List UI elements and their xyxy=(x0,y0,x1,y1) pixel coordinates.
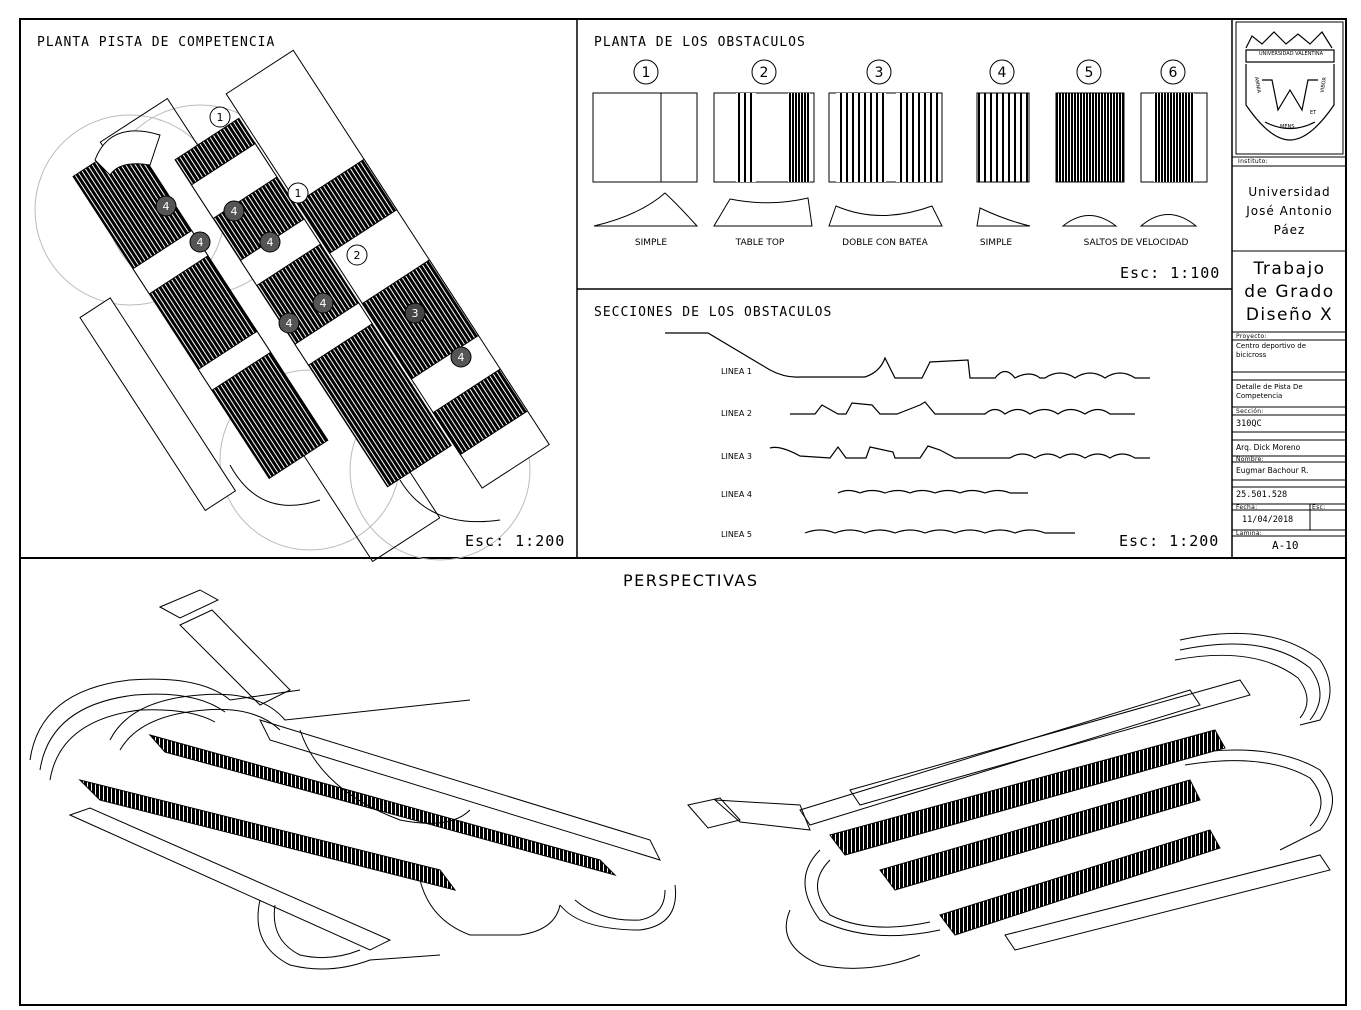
obstacle-label: SIMPLE xyxy=(635,238,668,248)
instituto-line: José Antonio xyxy=(1246,204,1333,218)
seccion-value: 310QC xyxy=(1236,419,1262,429)
track-marker: 4 xyxy=(320,297,327,310)
detalle-value: Detalle de Pista De Competencia xyxy=(1236,383,1303,401)
university-logo xyxy=(1245,31,1335,141)
detalle-line: Competencia xyxy=(1236,392,1283,400)
logo-bottom-text: MENS xyxy=(1280,124,1295,130)
track-plan-drawing: 1 1 2 3 4 4 4 4 4 4 4 xyxy=(34,49,550,563)
track-marker: 3 xyxy=(412,307,419,320)
title-block xyxy=(1232,21,1346,537)
sections-drawing xyxy=(665,332,1150,534)
lamina-label: Lamina: xyxy=(1236,530,1263,537)
section-line-label: LINEA 1 xyxy=(721,367,752,376)
detalle-line: Detalle de Pista De xyxy=(1236,383,1303,391)
obstacle-label: SALTOS DE VELOCIDAD xyxy=(1084,238,1189,248)
scale-track-plan: Esc: 1:200 xyxy=(465,532,566,550)
cedula-value: 25.501.528 xyxy=(1236,490,1288,500)
instituto-line: Páez xyxy=(1273,223,1306,237)
logo-mid-text: ET xyxy=(1310,110,1317,116)
section-line-label: LINEA 2 xyxy=(721,409,752,418)
section-line-label: LINEA 4 xyxy=(721,490,752,499)
track-marker: 4 xyxy=(231,205,238,218)
nombre-value: Eugmar Bachour R. xyxy=(1236,466,1309,475)
obstacle-label: DOBLE CON BATEA xyxy=(842,238,929,248)
section-line-label: LINEA 5 xyxy=(721,530,752,539)
proyecto-label: Proyecto: xyxy=(1236,333,1267,340)
instituto-name: Universidad José Antonio Páez xyxy=(1233,183,1346,240)
obstacle-number: 1 xyxy=(642,65,651,81)
nombre-label: Nombre: xyxy=(1236,456,1264,463)
panel-title-obstacles-plan: PLANTA DE LOS OBSTACULOS xyxy=(594,35,806,50)
trabajo-line: Diseño X xyxy=(1245,305,1334,325)
lamina-value: A-10 xyxy=(1272,539,1299,552)
proyecto-value: Centro deportivo de bicicross xyxy=(1236,342,1306,360)
obstacle-label: TABLE TOP xyxy=(735,238,785,248)
trabajo-title: Trabajo de Grado Diseño X xyxy=(1233,258,1346,327)
instituto-label: Instituto: xyxy=(1238,158,1268,165)
track-marker: 1 xyxy=(217,111,224,124)
perspective-drawing-right xyxy=(687,632,1333,969)
panel-title-perspectives: PERSPECTIVAS xyxy=(623,571,759,590)
sheet-border xyxy=(19,18,1347,1006)
instituto-line: Universidad xyxy=(1248,185,1331,199)
proyecto-line: Centro deportivo de xyxy=(1236,342,1307,350)
track-marker: 2 xyxy=(354,249,361,262)
track-marker: 1 xyxy=(295,187,302,200)
profesor-value: Arq. Dick Moreno xyxy=(1236,443,1301,452)
panel-title-sections: SECCIONES DE LOS OBSTACULOS xyxy=(594,305,833,320)
track-marker: 4 xyxy=(163,200,170,213)
esc-label: Esc: xyxy=(1312,504,1326,511)
obstacle-number: 4 xyxy=(998,65,1007,81)
section-line-label: LINEA 3 xyxy=(721,452,752,461)
scale-sections: Esc: 1:200 xyxy=(1119,532,1220,550)
perspective-drawing-left xyxy=(29,589,677,970)
proyecto-line: bicicross xyxy=(1236,351,1267,359)
track-marker: 4 xyxy=(197,236,204,249)
track-marker: 4 xyxy=(267,236,274,249)
obstacles-plan-drawing: 1 2 3 4 5 6 SIMPLE TABLE TOP DOBLE CON B… xyxy=(592,59,1208,248)
trabajo-line: Trabajo xyxy=(1253,259,1326,279)
obstacle-number: 2 xyxy=(760,65,769,81)
obstacle-number: 5 xyxy=(1085,65,1094,81)
fecha-value: 11/04/2018 xyxy=(1242,515,1294,525)
trabajo-line: de Grado xyxy=(1244,282,1335,302)
scale-obstacles-plan: Esc: 1:100 xyxy=(1120,264,1221,282)
panel-title-track-plan: PLANTA PISTA DE COMPETENCIA xyxy=(37,35,276,50)
logo-top-text: UNIVERSIDAD VALENTINA xyxy=(1258,51,1324,57)
obstacle-label: SIMPLE xyxy=(980,238,1013,248)
seccion-label: Sección: xyxy=(1236,408,1264,415)
track-marker: 4 xyxy=(458,351,465,364)
fecha-label: Fecha: xyxy=(1236,504,1258,511)
obstacle-number: 6 xyxy=(1169,65,1178,81)
obstacle-number: 3 xyxy=(875,65,884,81)
track-marker: 4 xyxy=(286,317,293,330)
